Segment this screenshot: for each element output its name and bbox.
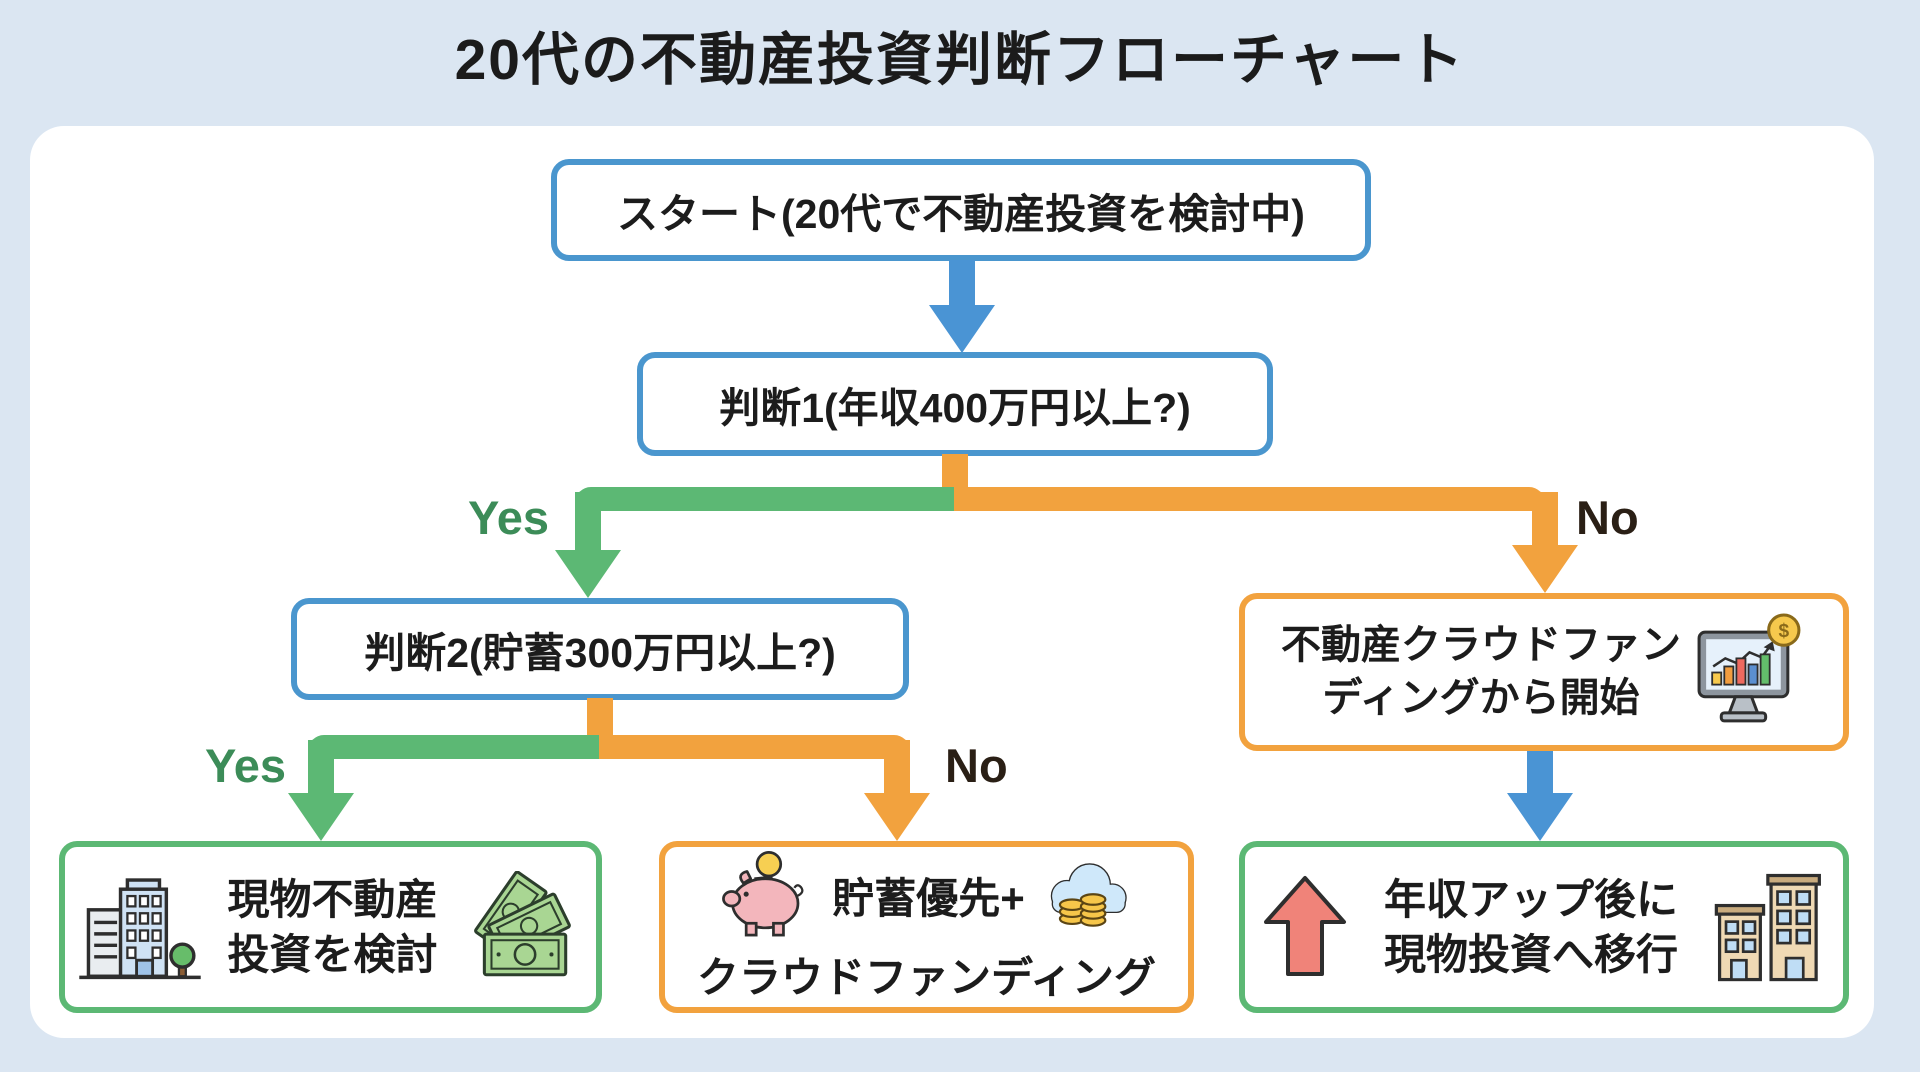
piggy-bank-icon [722, 850, 804, 936]
svg-text:$: $ [1778, 621, 1789, 642]
split1-no-arrowhead [1512, 545, 1578, 593]
arrow-cf-to-income-shaft [1527, 751, 1553, 795]
split1-no-label: No [1576, 491, 1639, 544]
node-savings-first: 貯蓄優先+ [659, 841, 1194, 1013]
arrow-start-to-d1-head [929, 305, 995, 353]
node-start-label: スタート(20代で不動産投資を検討中) [617, 191, 1305, 237]
split2-no-bar [599, 735, 910, 759]
split1-yes-shaft [575, 492, 601, 552]
node-decision2: 判断2(貯蓄300万円以上?) [291, 598, 909, 700]
split1-yes-bar [575, 487, 956, 511]
split2-yes-shaft [308, 740, 334, 795]
node-savings-first-label-line2: クラウドファンディング [696, 953, 1157, 1001]
cloud-coins-icon [1050, 862, 1127, 927]
node-decision2-label: 判断2(貯蓄300万円以上?) [364, 630, 836, 676]
split2-no-arrowhead [864, 793, 930, 841]
split1-yes-arrowhead [555, 550, 621, 598]
split1-no-shaft [1532, 492, 1558, 547]
split1-no-bar [954, 487, 1545, 511]
node-income-up-label: 年収アップ後に 現物投資へ移行 [1383, 875, 1678, 978]
node-decision1: 判断1(年収400万円以上?) [637, 352, 1273, 456]
split1-yes-label: Yes [468, 491, 550, 544]
node-start: スタート(20代で不動産投資を検討中) [551, 159, 1371, 261]
node-savings-first-label-line1: 貯蓄優先+ [832, 875, 1025, 922]
monitor-chart-icon: $ [1697, 613, 1801, 723]
split2-yes-arrowhead [288, 793, 354, 841]
node-crowdfunding: 不動産クラウドファン ディングから開始 $ [1239, 593, 1849, 751]
node-physical-estate-label: 現物不動産 投資を検討 [227, 875, 438, 978]
split2-no-shaft [884, 740, 910, 795]
split2-no-label: No [945, 739, 1008, 792]
node-physical-estate: 現物不動産 投資を検討 [59, 841, 602, 1013]
node-crowdfunding-label: 不動産クラウドファン ディングから開始 [1281, 623, 1681, 720]
split2-yes-label: Yes [205, 739, 287, 792]
page-title: 20代の不動産投資判断フローチャート [454, 28, 1466, 92]
buildings-icon [79, 878, 201, 980]
money-bills-icon [474, 871, 571, 977]
split2-yes-bar [308, 735, 600, 759]
arrow-cf-to-income-head [1507, 793, 1573, 841]
arrow-start-to-d1-shaft [949, 260, 975, 308]
node-decision1-label: 判断1(年収400万円以上?) [719, 385, 1191, 431]
tan-buildings-icon [1714, 873, 1821, 982]
node-income-up: 年収アップ後に 現物投資へ移行 [1239, 841, 1849, 1013]
up-arrow-icon [1264, 876, 1346, 976]
